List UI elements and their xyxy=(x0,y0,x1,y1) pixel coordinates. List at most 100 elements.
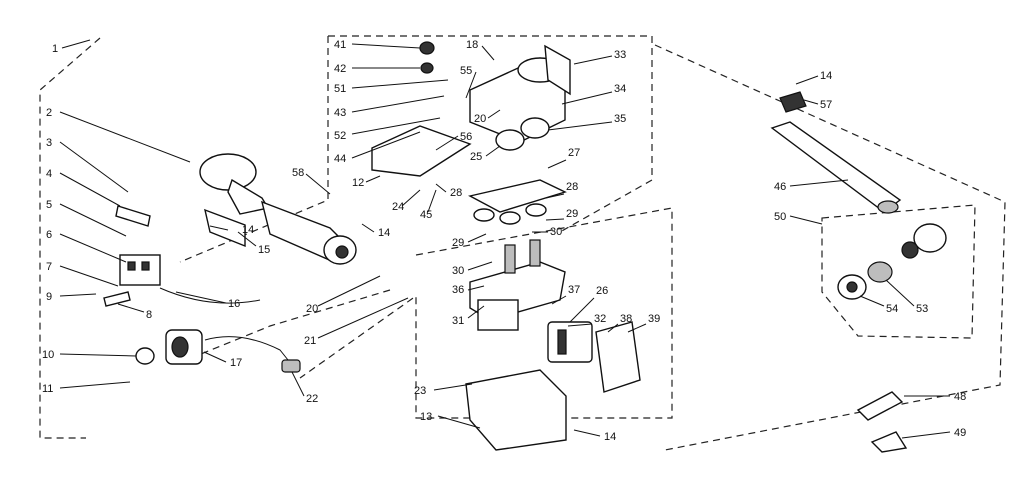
leader-line-c56 xyxy=(435,135,459,151)
leader-line-c44 xyxy=(351,131,421,159)
spare-cartridge xyxy=(856,391,904,421)
assembly-boundaries xyxy=(39,35,1006,451)
callout-c12: 12 xyxy=(352,177,364,189)
callout-c20b: 20 xyxy=(474,113,486,125)
leader-line-c29a xyxy=(467,233,487,243)
callout-c29b: 29 xyxy=(566,208,578,220)
callout-c22: 22 xyxy=(306,393,318,405)
callout-c38: 38 xyxy=(620,313,632,325)
leader-line-c51 xyxy=(351,79,449,89)
hose-boundary xyxy=(654,44,1006,451)
leader-line-c9 xyxy=(59,293,97,297)
callout-c41: 41 xyxy=(334,39,346,51)
callout-c2: 2 xyxy=(46,107,52,119)
regulator-valve xyxy=(469,239,566,331)
spare-clip xyxy=(870,431,908,453)
callout-c46: 46 xyxy=(774,181,786,193)
leader-line-c37 xyxy=(551,295,567,305)
callout-c44: 44 xyxy=(334,153,346,165)
igniter-block xyxy=(103,254,161,307)
leader-line-c14a xyxy=(209,225,229,231)
leader-line-c20b xyxy=(487,109,501,119)
control-knob xyxy=(419,41,435,55)
leader-line-c28a xyxy=(435,183,447,193)
solenoid xyxy=(547,321,641,393)
callout-c36: 36 xyxy=(452,284,464,296)
leader-line-c31 xyxy=(467,305,485,319)
callout-c25: 25 xyxy=(470,151,482,163)
gasket-row xyxy=(473,203,547,225)
leader-line-c34 xyxy=(561,91,613,105)
callout-c58: 58 xyxy=(292,167,304,179)
hose-clamp xyxy=(779,91,807,113)
leader-line-c18 xyxy=(481,45,495,61)
callout-c51: 51 xyxy=(334,83,346,95)
leader-line-c45 xyxy=(427,189,437,213)
callout-c50: 50 xyxy=(774,211,786,223)
leader-line-c11 xyxy=(59,381,131,389)
fitting-boundary xyxy=(821,204,976,339)
callout-c34: 34 xyxy=(614,83,626,95)
leader-line-c17 xyxy=(203,351,227,363)
gas-hose xyxy=(770,121,902,214)
callout-c21: 21 xyxy=(304,335,316,347)
callout-c27: 27 xyxy=(568,147,580,159)
callout-c43: 43 xyxy=(334,107,346,119)
leader-line-c50 xyxy=(789,215,823,225)
callout-c28a: 28 xyxy=(450,187,462,199)
main-assembly-boundary xyxy=(39,37,101,439)
burner-link-boundary xyxy=(185,289,391,361)
leader-line-c29b xyxy=(545,218,565,221)
callout-c35: 35 xyxy=(614,113,626,125)
callout-c48: 48 xyxy=(954,391,966,403)
callout-c3: 3 xyxy=(46,137,52,149)
regulator-boundary xyxy=(299,207,673,419)
leader-line-c26 xyxy=(569,297,595,323)
leader-line-c49 xyxy=(901,431,951,439)
leader-line-c7 xyxy=(59,265,119,287)
leader-line-c53 xyxy=(885,279,915,307)
callout-c14c: 14 xyxy=(604,431,616,443)
callout-c56: 56 xyxy=(460,131,472,143)
callout-c7: 7 xyxy=(46,261,52,273)
leader-line-c16 xyxy=(175,291,227,304)
leader-line-c58 xyxy=(305,173,331,195)
callout-c33: 33 xyxy=(614,49,626,61)
callout-c39: 39 xyxy=(648,313,660,325)
callout-c4: 4 xyxy=(46,168,52,180)
callout-c13: 13 xyxy=(420,411,432,423)
base-bracket xyxy=(465,369,567,451)
leader-line-c10 xyxy=(59,353,137,357)
orifice-plate xyxy=(468,179,567,213)
leader-line-c25 xyxy=(485,145,501,157)
callout-c6: 6 xyxy=(46,229,52,241)
callout-c23: 23 xyxy=(414,385,426,397)
leader-line-c27 xyxy=(547,159,567,169)
leader-line-c20a xyxy=(317,275,381,307)
callout-c52: 52 xyxy=(334,130,346,142)
callout-c9: 9 xyxy=(46,291,52,303)
igniter-wire xyxy=(159,287,261,304)
leader-line-c52 xyxy=(351,117,441,135)
leader-line-c14c xyxy=(573,429,601,437)
leader-line-c57 xyxy=(803,99,819,105)
leader-line-c38 xyxy=(607,323,619,333)
leader-line-c5 xyxy=(59,203,127,237)
callout-c30b: 30 xyxy=(452,265,464,277)
callout-c20a: 20 xyxy=(306,303,318,315)
valve-assembly-boundary xyxy=(179,35,653,263)
leader-line-c14d xyxy=(795,75,819,85)
callout-c1: 1 xyxy=(52,43,58,55)
callout-c42: 42 xyxy=(334,63,346,75)
leader-line-c1 xyxy=(61,39,91,49)
leader-line-c12 xyxy=(365,175,381,183)
callout-c14a: 14 xyxy=(242,224,254,236)
leader-line-c2 xyxy=(59,111,191,163)
callout-c26: 26 xyxy=(596,285,608,297)
callout-c5: 5 xyxy=(46,199,52,211)
leader-line-c30b xyxy=(467,261,493,271)
leader-line-c15 xyxy=(237,231,257,247)
callout-c18: 18 xyxy=(466,39,478,51)
